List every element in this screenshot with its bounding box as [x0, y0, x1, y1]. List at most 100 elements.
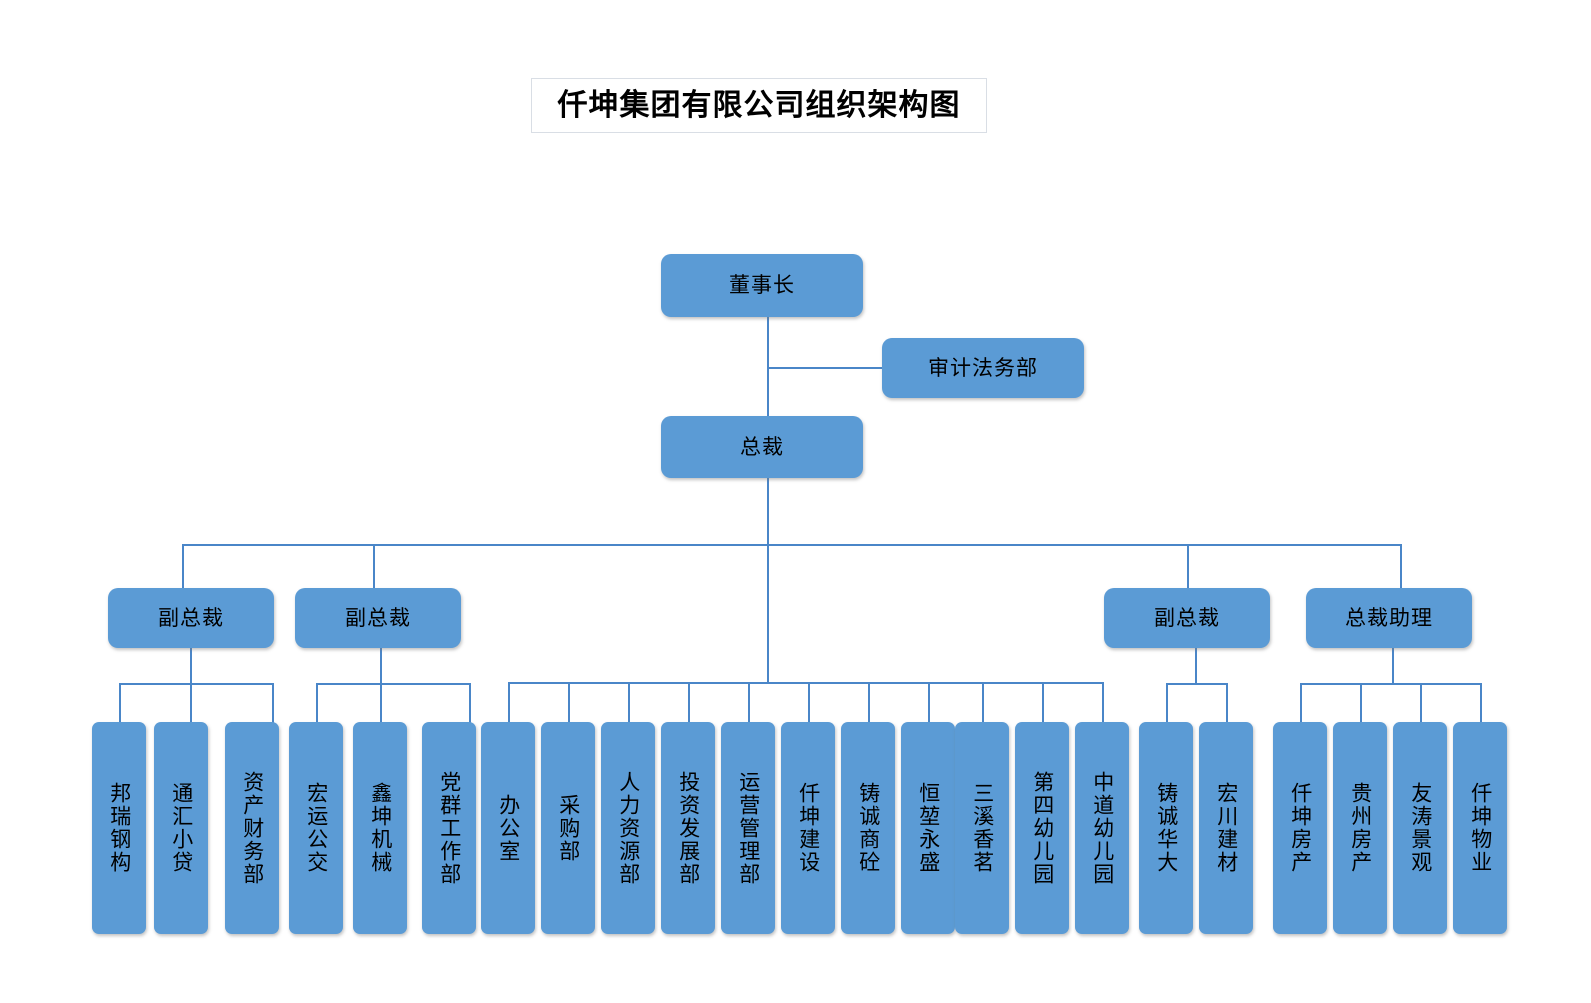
node-leaf-qiankun-fangchan[interactable]: 仟坤房产	[1273, 722, 1327, 934]
connector-central-child-5	[808, 682, 810, 734]
connector-vp3-child-0	[1166, 683, 1168, 734]
connector-assistant-child-0	[1300, 683, 1302, 734]
connector-assistant-bus	[1300, 683, 1480, 685]
connector-assistant-child-3	[1480, 683, 1482, 734]
connector-vp2-child-0	[316, 683, 318, 734]
node-leaf-label: 宏运公交	[304, 782, 328, 874]
connector-central-child-6	[868, 682, 870, 734]
node-vp-2-label: 副总裁	[345, 606, 411, 630]
page-title: 仟坤集团有限公司组织架构图	[557, 88, 961, 122]
connector-vp3-bus	[1166, 683, 1227, 685]
connector-central-child-4	[748, 682, 750, 734]
node-leaf-label: 三溪香茗	[970, 782, 994, 874]
node-president-assistant[interactable]: 总裁助理	[1306, 588, 1472, 648]
node-leaf-youtao-jingguan[interactable]: 友涛景观	[1393, 722, 1447, 934]
connector-vp1-child-0	[119, 683, 121, 734]
node-vp-1-label: 副总裁	[158, 606, 224, 630]
node-audit-legal[interactable]: 审计法务部	[882, 338, 1084, 398]
connector-vp-bus	[182, 544, 1402, 546]
node-leaf-label: 办公室	[496, 793, 520, 863]
node-leaf-label: 友涛景观	[1408, 782, 1432, 874]
node-leaf-label: 铸诚商砼	[856, 782, 880, 874]
connector-central-bus	[508, 682, 1102, 684]
connector-central-child-0	[508, 682, 510, 734]
connector-assistant-drop	[1392, 648, 1394, 684]
node-chairman-label: 董事长	[729, 274, 795, 297]
connector-vp1-child-2	[272, 683, 274, 734]
node-leaf-renli-ziyuanbu[interactable]: 人力资源部	[601, 722, 655, 934]
node-leaf-touzi-fazhanbu[interactable]: 投资发展部	[661, 722, 715, 934]
node-leaf-label: 投资发展部	[676, 770, 700, 886]
connector-vp2-bus	[316, 683, 471, 685]
connector-central-child-2	[628, 682, 630, 734]
connector-assistant-child-2	[1420, 683, 1422, 734]
node-leaf-label: 第四幼儿园	[1030, 770, 1054, 886]
node-vp-3[interactable]: 副总裁	[1104, 588, 1270, 648]
node-leaf-hongyun-gongjiao[interactable]: 宏运公交	[289, 722, 343, 934]
connector-vp1-drop	[190, 648, 192, 684]
node-audit-legal-label: 审计法务部	[928, 356, 1038, 380]
node-leaf-label: 邦瑞钢构	[107, 782, 131, 874]
node-leaf-label: 鑫坤机械	[368, 782, 392, 874]
node-leaf-zichan-caiwubu[interactable]: 资产财务部	[225, 722, 279, 934]
chart-title-box: 仟坤集团有限公司组织架构图	[531, 78, 987, 133]
node-leaf-guizhou-fangchan[interactable]: 贵州房产	[1333, 722, 1387, 934]
node-leaf-label: 宏川建材	[1214, 782, 1238, 874]
connector-vp2-child-1	[380, 683, 382, 734]
node-leaf-hongchuan-jiancai[interactable]: 宏川建材	[1199, 722, 1253, 934]
node-leaf-sanxi-xiangming[interactable]: 三溪香茗	[955, 722, 1009, 934]
node-leaf-label: 运营管理部	[736, 770, 760, 886]
node-leaf-zhucheng-huada[interactable]: 铸诚华大	[1139, 722, 1193, 934]
node-vp-1[interactable]: 副总裁	[108, 588, 274, 648]
node-president-label: 总裁	[740, 435, 784, 459]
connector-assistant-child-1	[1360, 683, 1362, 734]
connector-central-child-1	[568, 682, 570, 734]
connector-bus-vp1	[182, 544, 184, 589]
node-president-assistant-label: 总裁助理	[1345, 606, 1433, 630]
connector-president-trunk	[767, 478, 769, 683]
node-leaf-bangongshi[interactable]: 办公室	[481, 722, 535, 934]
node-leaf-dangqun-gongzuobu[interactable]: 党群工作部	[422, 722, 476, 934]
connector-central-child-10	[1102, 682, 1104, 734]
connector-vp2-drop	[380, 648, 382, 684]
node-leaf-label: 铸诚华大	[1154, 782, 1178, 874]
node-leaf-yunying-guanlibu[interactable]: 运营管理部	[721, 722, 775, 934]
node-leaf-bangrui-gangou[interactable]: 邦瑞钢构	[92, 722, 146, 934]
node-leaf-hengkun-yongsheng[interactable]: 恒堃永盛	[901, 722, 955, 934]
node-leaf-qiankun-jianshe[interactable]: 仟坤建设	[781, 722, 835, 934]
node-president[interactable]: 总裁	[661, 416, 863, 478]
connector-central-child-7	[928, 682, 930, 734]
node-leaf-qiankun-wuye[interactable]: 仟坤物业	[1453, 722, 1507, 934]
node-leaf-label: 恒堃永盛	[916, 782, 940, 874]
node-leaf-zhongdao-youeryuan[interactable]: 中道幼儿园	[1075, 722, 1129, 934]
node-leaf-label: 党群工作部	[437, 770, 461, 886]
node-vp-3-label: 副总裁	[1154, 606, 1220, 630]
connector-central-child-3	[688, 682, 690, 734]
node-leaf-label: 人力资源部	[616, 770, 640, 886]
connector-bus-president-assistant	[1400, 544, 1402, 589]
connector-vp3-drop	[1195, 648, 1197, 684]
connector-vp3-child-1	[1226, 683, 1228, 734]
node-leaf-disi-youeryuan[interactable]: 第四幼儿园	[1015, 722, 1069, 934]
connector-vp2-child-2	[469, 683, 471, 734]
node-leaf-xinkun-jixie[interactable]: 鑫坤机械	[353, 722, 407, 934]
node-leaf-zhucheng-shangtong[interactable]: 铸诚商砼	[841, 722, 895, 934]
node-leaf-label: 仟坤物业	[1468, 782, 1492, 874]
connector-vp1-bus	[119, 683, 274, 685]
node-leaf-label: 采购部	[556, 793, 580, 863]
node-vp-2[interactable]: 副总裁	[295, 588, 461, 648]
connector-central-child-8	[982, 682, 984, 734]
connector-chairman-audit	[767, 367, 882, 369]
connector-bus-vp2	[373, 544, 375, 589]
connector-bus-vp3	[1187, 544, 1189, 589]
node-leaf-label: 仟坤房产	[1288, 782, 1312, 874]
node-leaf-label: 通汇小贷	[169, 782, 193, 874]
node-leaf-label: 贵州房产	[1348, 782, 1372, 874]
connector-vp1-child-1	[190, 683, 192, 734]
node-leaf-caigoubu[interactable]: 采购部	[541, 722, 595, 934]
node-leaf-label: 中道幼儿园	[1090, 770, 1114, 886]
node-chairman[interactable]: 董事长	[661, 254, 863, 317]
node-leaf-label: 资产财务部	[240, 770, 264, 886]
node-leaf-tonghui-xiaodai[interactable]: 通汇小贷	[154, 722, 208, 934]
